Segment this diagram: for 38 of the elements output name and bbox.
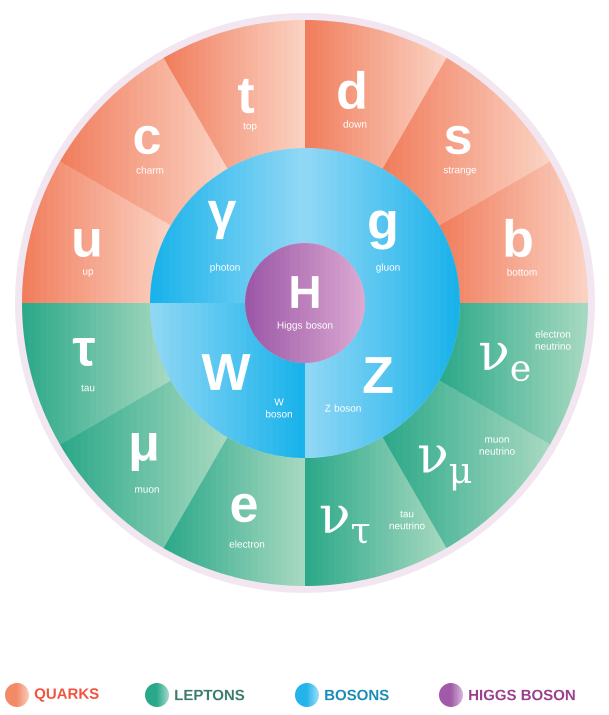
particle-symbol: b [506,218,532,258]
legend-label: BOSONS [325,690,389,700]
particle-name: electron [230,540,264,548]
particle-name: Z boson [324,404,361,412]
particle-name: photon [210,263,240,273]
particle-symbol: Z [364,357,392,393]
particle-symbol: ν$_{τ}$ [320,506,370,544]
particle-name: gluon [376,263,400,273]
particle-symbol: d [338,70,364,110]
particle-symbol: ν$_{e}$ [480,342,530,382]
particle-symbol: u [74,229,100,257]
particle-symbol: c [134,126,160,154]
particle-name: top [243,122,257,132]
particle-name: muon [135,487,159,493]
particle-name: strange [444,166,476,176]
particle-name: muon neutrino [480,437,515,455]
particle-symbol: τ [72,338,95,366]
particle-name: charm [136,166,164,174]
particle-name: bottom [507,268,537,276]
particle-name: electron neutrino [536,330,571,350]
particle-name: down [343,120,366,128]
particle-symbol: μ [132,432,156,472]
particle-symbol: H [291,276,318,308]
particle-symbol: g [369,210,396,250]
particle-name: tau [81,384,94,392]
particle-symbol: s [445,126,470,154]
particle-name: Higgs boson [278,321,332,331]
particle-symbol: ν$_{μ}$ [419,446,472,490]
particle-symbol: e [232,494,257,522]
legend-label: HIGGS BOSON [469,690,575,700]
particle-symbol: t [238,78,254,114]
particle-symbol: W [202,354,250,390]
particle-name: up [83,269,94,277]
particle-name: tau neutrino [390,510,425,530]
particle-name: W boson [266,398,292,418]
legend-label: QUARKS [34,688,99,702]
particle-symbol: γ [208,200,236,240]
legend-label: LEPTONS [175,690,244,700]
